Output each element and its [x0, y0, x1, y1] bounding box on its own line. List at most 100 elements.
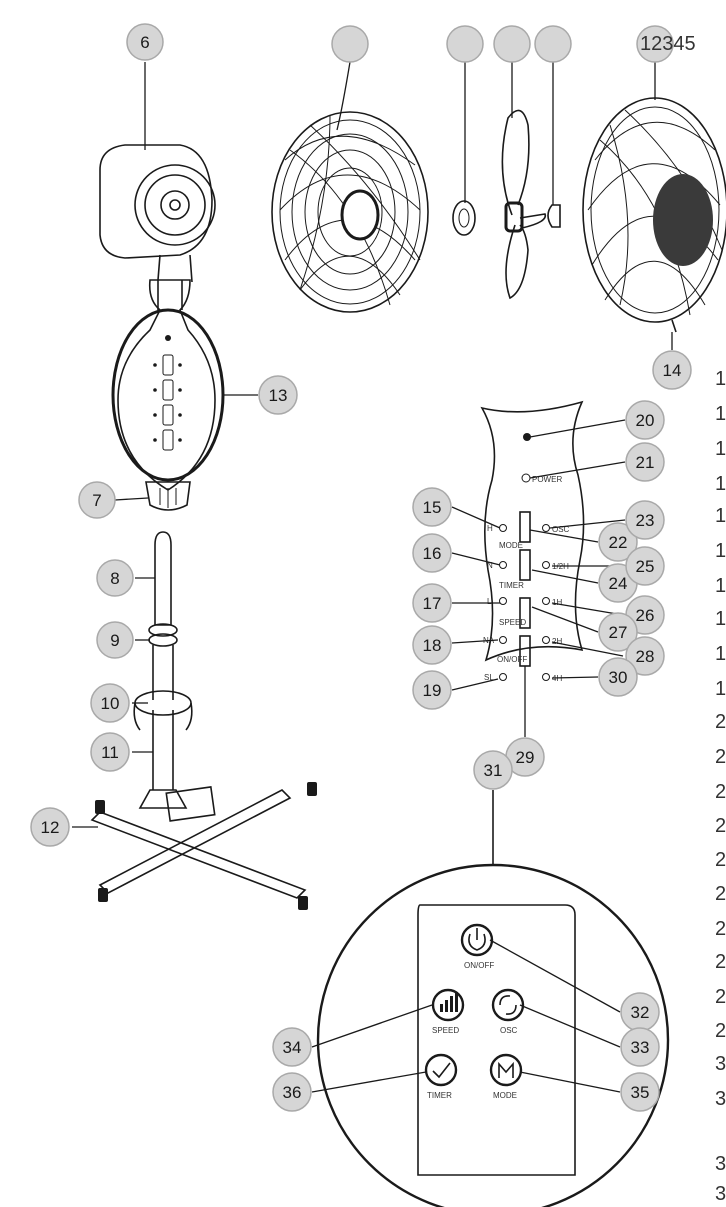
svg-text:1: 1: [715, 608, 726, 630]
svg-text:1: 1: [715, 438, 726, 460]
spinner-cap-drawing: [547, 204, 561, 228]
svg-text:6: 6: [140, 33, 149, 52]
callout-11: 11: [90, 732, 130, 772]
callout-33: 33: [620, 1027, 660, 1067]
svg-text:31: 31: [484, 761, 503, 780]
label-led-2h: 2H: [552, 637, 562, 646]
remote-label-onoff: ON/OFF: [464, 961, 494, 970]
svg-text:19: 19: [423, 681, 442, 700]
svg-text:1: 1: [715, 505, 726, 527]
svg-text:32: 32: [631, 1003, 650, 1022]
callout-18: 18: [412, 625, 452, 665]
label-power: POWER: [532, 475, 562, 484]
callout-36: 36: [272, 1072, 312, 1112]
label-mode: MODE: [499, 541, 523, 550]
svg-text:2: 2: [715, 781, 726, 803]
svg-text:2: 2: [715, 746, 726, 768]
svg-text:1: 1: [715, 575, 726, 597]
svg-text:24: 24: [609, 574, 628, 593]
callout-10: 10: [90, 683, 130, 723]
label-led-n: N: [487, 561, 493, 570]
remote-label-timer: TIMER: [427, 1091, 452, 1100]
pole-assembly-drawing: [133, 531, 216, 822]
svg-text:3: 3: [715, 1088, 726, 1110]
callout-28: 28: [625, 636, 665, 676]
svg-text:30: 30: [609, 668, 628, 687]
svg-text:26: 26: [636, 606, 655, 625]
svg-text:18: 18: [423, 636, 442, 655]
label-led-l: L: [487, 597, 492, 606]
callout-blank-5: [636, 25, 674, 63]
callout-17: 17: [412, 583, 452, 623]
svg-text:34: 34: [283, 1038, 302, 1057]
header-numbers: 12345: [640, 33, 696, 55]
callout-35: 35: [620, 1072, 660, 1112]
svg-text:3: 3: [715, 1153, 726, 1175]
svg-text:15: 15: [423, 498, 442, 517]
callout-31: 31: [473, 750, 513, 790]
callout-27: 27: [598, 612, 638, 652]
svg-text:3: 3: [715, 1183, 726, 1205]
callout-blank-3: [493, 25, 531, 63]
svg-text:2: 2: [715, 849, 726, 871]
callout-6: 6: [126, 23, 164, 61]
svg-text:36: 36: [283, 1083, 302, 1102]
svg-text:17: 17: [423, 594, 442, 613]
svg-text:9: 9: [110, 631, 119, 650]
label-timer: TIMER: [499, 581, 524, 590]
svg-text:1: 1: [715, 643, 726, 665]
svg-text:8: 8: [110, 569, 119, 588]
label-osc: OSC: [552, 525, 570, 534]
svg-text:1: 1: [715, 473, 726, 495]
remote-label-mode: MODE: [493, 1091, 517, 1100]
callout-20: 20: [625, 400, 665, 440]
svg-text:21: 21: [636, 453, 655, 472]
label-led-h: H: [487, 524, 493, 533]
svg-text:23: 23: [636, 511, 655, 530]
callout-32: 32: [620, 992, 660, 1032]
callout-21: 21: [625, 442, 665, 482]
nut-drawing: [452, 200, 476, 236]
label-speed: SPEED: [499, 618, 526, 627]
svg-text:2: 2: [715, 951, 726, 973]
label-led-1h: 1H: [552, 598, 562, 607]
callout-14: 14: [652, 350, 692, 390]
svg-text:1: 1: [715, 678, 726, 700]
rear-grille-drawing: [582, 97, 726, 333]
svg-text:29: 29: [516, 748, 535, 767]
callout-9: 9: [96, 621, 134, 659]
svg-text:33: 33: [631, 1038, 650, 1057]
remote-control-drawing: ON/OFF SPEED OSC TIMER MODE: [316, 790, 670, 1207]
svg-text:35: 35: [631, 1083, 650, 1102]
callout-12: 12: [30, 807, 70, 847]
svg-text:2: 2: [715, 986, 726, 1008]
svg-text:7: 7: [92, 491, 101, 510]
callout-7: 7: [78, 481, 116, 519]
callout-30: 30: [598, 657, 638, 697]
svg-text:16: 16: [423, 544, 442, 563]
callout-13: 13: [258, 375, 298, 415]
callout-15: 15: [412, 487, 452, 527]
svg-text:25: 25: [636, 557, 655, 576]
callouts: 6 12345 7 8 9 10 11 12 13 14 15 16 17 18…: [30, 23, 696, 1112]
leader-lines: [72, 60, 673, 1093]
svg-text:27: 27: [609, 623, 628, 642]
svg-text:2: 2: [715, 883, 726, 905]
svg-text:1: 1: [715, 540, 726, 562]
front-grille-drawing: [271, 111, 429, 313]
svg-text:22: 22: [609, 533, 628, 552]
base-cross-drawing: [90, 782, 317, 910]
callout-19: 19: [412, 670, 452, 710]
svg-text:11: 11: [101, 743, 119, 762]
callout-22: 22: [598, 522, 638, 562]
label-onoff: ON/OFF: [497, 655, 527, 664]
svg-text:14: 14: [663, 361, 682, 380]
svg-text:13: 13: [269, 386, 288, 405]
callout-25: 25: [625, 546, 665, 586]
callout-blank-1: [331, 25, 369, 63]
motor-head-drawing: [99, 144, 225, 511]
callout-34: 34: [272, 1027, 312, 1067]
callout-23: 23: [625, 500, 665, 540]
svg-text:1: 1: [715, 403, 726, 425]
